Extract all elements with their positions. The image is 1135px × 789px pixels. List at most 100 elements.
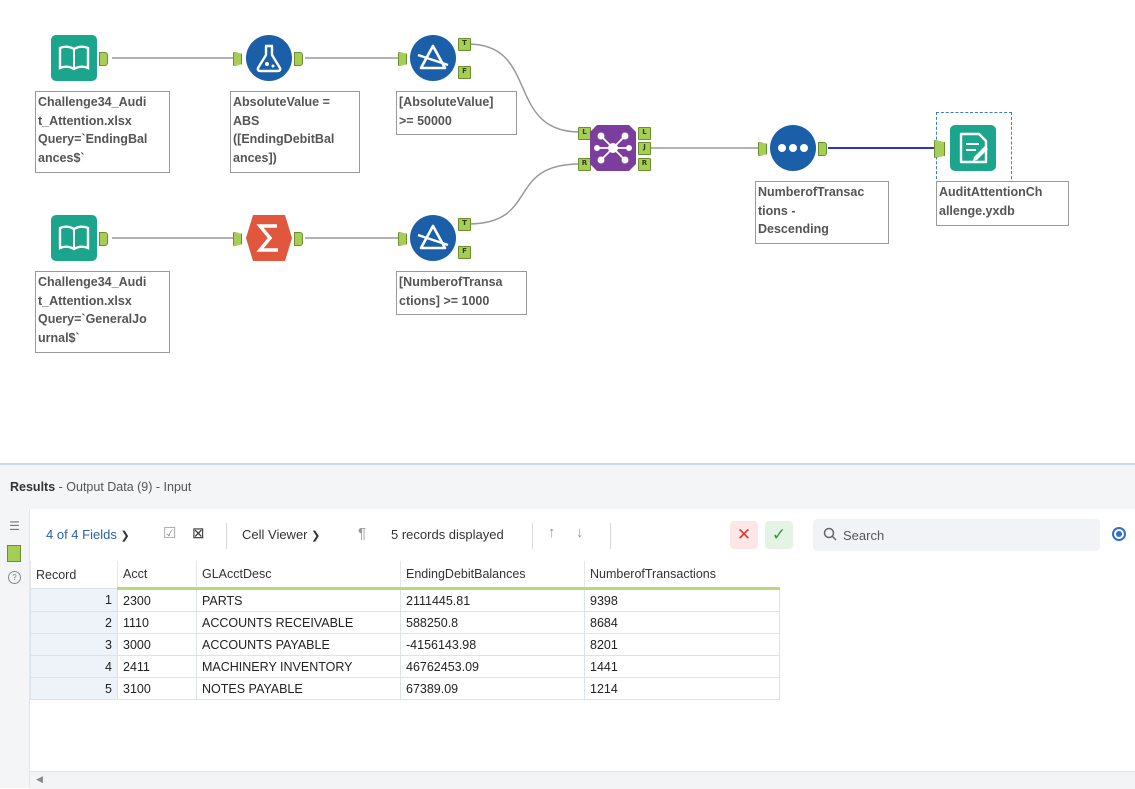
cell-glacctdesc[interactable]: MACHINERY INVENTORY: [196, 655, 401, 678]
formula-output-anchor[interactable]: [294, 52, 303, 66]
results-title-bold: Results: [10, 480, 56, 494]
filter1-input-anchor[interactable]: [398, 52, 407, 66]
results-table: Record Acct GLAcctDesc EndingDebitBalanc…: [30, 561, 780, 700]
cell-endingdebitbalances[interactable]: -4156143.98: [400, 633, 585, 656]
document-write-icon: [950, 125, 996, 171]
cell-glacctdesc[interactable]: NOTES PAYABLE: [196, 677, 401, 700]
filter-triangle-icon: [410, 215, 456, 261]
filter1-false-anchor[interactable]: F: [458, 66, 471, 79]
list-icon[interactable]: ☰: [9, 519, 20, 533]
cell-endingdebitbalances[interactable]: 2111445.81: [400, 588, 585, 612]
pilcrow-icon[interactable]: ¶: [358, 525, 367, 542]
fields-label: 4 of 4 Fields: [46, 527, 117, 542]
confirm-check-button[interactable]: ✓: [765, 521, 793, 549]
search-box[interactable]: Search: [813, 519, 1100, 551]
input1-output-anchor[interactable]: [99, 52, 108, 66]
formula-input-anchor[interactable]: [233, 52, 242, 66]
sort-annotation: NumberofTransac tions - Descending: [755, 181, 889, 244]
scroll-left-arrow-icon[interactable]: ◀: [36, 774, 43, 784]
table-row[interactable]: 1 2300 PARTS 2111445.81 9398: [30, 588, 780, 612]
results-header: Results - Output Data (9) - Input: [0, 465, 1135, 510]
column-header-record[interactable]: Record: [30, 561, 118, 589]
join-right-output-anchor[interactable]: R: [638, 158, 651, 171]
cell-record[interactable]: 4: [30, 655, 118, 678]
cell-acct[interactable]: 3100: [117, 677, 197, 700]
clear-box-icon[interactable]: ⊠: [192, 525, 205, 542]
cell-glacctdesc[interactable]: ACCOUNTS PAYABLE: [196, 633, 401, 656]
arrow-up-icon[interactable]: ↑: [548, 524, 556, 541]
table-row[interactable]: 4 2411 MACHINERY INVENTORY 46762453.09 1…: [30, 655, 780, 678]
filter-triangle-icon: [410, 35, 456, 81]
column-header-acct[interactable]: Acct: [117, 561, 197, 590]
arrow-down-icon[interactable]: ↓: [576, 524, 584, 541]
workflow-canvas[interactable]: Challenge34_Audi t_Attention.xlsx Query=…: [0, 0, 1135, 462]
cell-record[interactable]: 3: [30, 633, 118, 656]
input2-output-anchor[interactable]: [99, 232, 108, 246]
horizontal-scrollbar[interactable]: ◀: [30, 771, 1135, 789]
filter2-annotation: [NumberofTransa ctions] >= 1000: [396, 271, 527, 315]
summarize-output-anchor[interactable]: [294, 232, 303, 246]
output-data-tool[interactable]: [950, 125, 996, 171]
cell-record[interactable]: 5: [30, 677, 118, 700]
cell-glacctdesc[interactable]: PARTS: [196, 588, 401, 612]
filter2-false-anchor[interactable]: F: [458, 246, 471, 259]
column-header-endingdebitbalances[interactable]: EndingDebitBalances: [400, 561, 585, 590]
cell-numberoftransactions[interactable]: 8201: [584, 633, 780, 656]
cell-numberoftransactions[interactable]: 9398: [584, 588, 780, 612]
filter1-annotation: [AbsoluteValue] >= 50000: [396, 91, 517, 135]
join-tool[interactable]: [590, 125, 636, 171]
cell-record[interactable]: 2: [30, 611, 118, 634]
radio-target-icon[interactable]: [1112, 527, 1126, 541]
cell-endingdebitbalances[interactable]: 67389.09: [400, 677, 585, 700]
cell-glacctdesc[interactable]: ACCOUNTS RECEIVABLE: [196, 611, 401, 634]
book-icon: [51, 35, 97, 81]
checkbox-edit-icon[interactable]: ☑: [163, 525, 177, 542]
help-icon[interactable]: ?: [8, 571, 21, 584]
cell-endingdebitbalances[interactable]: 588250.8: [400, 611, 585, 634]
input-data-tool-2[interactable]: [51, 215, 97, 261]
join-left-output-anchor[interactable]: L: [638, 127, 651, 140]
join-network-icon: [590, 125, 636, 171]
formula-tool[interactable]: [246, 35, 292, 81]
cell-numberoftransactions[interactable]: 8684: [584, 611, 780, 634]
search-icon: [823, 527, 837, 541]
formula-annotation: AbsoluteValue = ABS ([EndingDebitBal anc…: [230, 91, 360, 173]
table-row[interactable]: 2 1110 ACCOUNTS RECEIVABLE 588250.8 8684: [30, 611, 780, 634]
cell-numberoftransactions[interactable]: 1441: [584, 655, 780, 678]
sort-output-anchor[interactable]: [818, 142, 827, 156]
cancel-x-button[interactable]: ✕: [730, 521, 758, 549]
sort-dots-icon: [770, 125, 816, 171]
cell-endingdebitbalances[interactable]: 46762453.09: [400, 655, 585, 678]
input-data-tool-1[interactable]: [51, 35, 97, 81]
cell-acct[interactable]: 1110: [117, 611, 197, 634]
cell-acct[interactable]: 2300: [117, 588, 197, 612]
fields-dropdown[interactable]: 4 of 4 Fields ❯: [46, 527, 130, 542]
filter1-true-anchor[interactable]: T: [458, 38, 471, 51]
cell-record[interactable]: 1: [30, 588, 118, 612]
summarize-input-anchor[interactable]: [233, 232, 242, 246]
results-pane: Results - Output Data (9) - Input ☰ ? 4 …: [0, 463, 1135, 789]
sort-tool[interactable]: [770, 125, 816, 171]
cell-acct[interactable]: 2411: [117, 655, 197, 678]
filter-tool-2[interactable]: [410, 215, 456, 261]
filter-tool-1[interactable]: [410, 35, 456, 81]
filter2-true-anchor[interactable]: T: [458, 218, 471, 231]
summarize-tool[interactable]: [246, 215, 292, 261]
sort-input-anchor[interactable]: [758, 142, 767, 156]
join-joined-output-anchor[interactable]: J: [638, 142, 651, 155]
toolbar-divider: [532, 523, 533, 549]
search-input[interactable]: Search: [843, 528, 885, 543]
cell-acct[interactable]: 3000: [117, 633, 197, 656]
table-row[interactable]: 5 3100 NOTES PAYABLE 67389.09 1214: [30, 677, 780, 700]
cell-viewer-dropdown[interactable]: Cell Viewer ❯: [242, 527, 320, 542]
filter2-input-anchor[interactable]: [398, 232, 407, 246]
column-header-glacctdesc[interactable]: GLAcctDesc: [196, 561, 401, 590]
table-row[interactable]: 3 3000 ACCOUNTS PAYABLE -4156143.98 8201: [30, 633, 780, 656]
results-title: Results - Output Data (9) - Input: [10, 480, 191, 494]
column-header-numberoftransactions[interactable]: NumberofTransactions: [584, 561, 779, 590]
output-input-anchor[interactable]: [934, 140, 945, 158]
records-displayed-label: 5 records displayed: [391, 527, 504, 542]
join-right-input-anchor[interactable]: R: [578, 158, 591, 171]
data-anchor-icon[interactable]: [7, 545, 21, 562]
cell-numberoftransactions[interactable]: 1214: [584, 677, 780, 700]
